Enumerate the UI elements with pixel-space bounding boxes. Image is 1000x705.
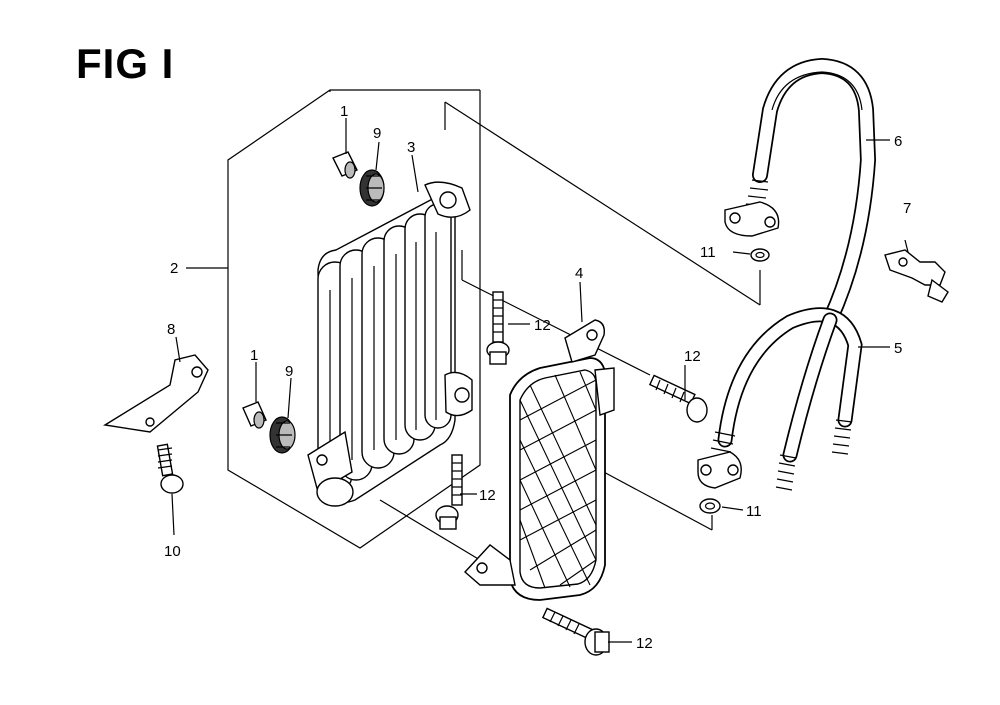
callout-8: 8: [167, 321, 175, 338]
grille-guard: [463, 319, 615, 601]
oil-hose-upper: [724, 57, 877, 328]
grommet-upper: [359, 169, 385, 207]
callout-4: 4: [575, 265, 583, 282]
callout-10: 10: [164, 543, 181, 560]
bolt-right: [648, 374, 708, 423]
figure-title: FIG I: [76, 40, 175, 87]
bolt-bottom: [541, 607, 610, 656]
callout-6: 6: [894, 133, 902, 150]
callout-5: 5: [894, 340, 902, 357]
callout-12-upper: 12: [534, 317, 551, 334]
bracket-bolt: [156, 443, 184, 494]
callout-labels: 1 9 3 2 4 6 7 5 8 1 9 10 11 11 12 12 12 …: [164, 103, 911, 652]
callout-2: 2: [170, 260, 178, 277]
callout-3: 3: [407, 139, 415, 156]
callout-12-center: 12: [479, 487, 496, 504]
callout-11-upper: 11: [700, 244, 716, 261]
callout-1-upper: 1: [340, 103, 348, 120]
leader-lines: [171, 118, 890, 643]
callout-1-lower: 1: [250, 347, 258, 364]
bolt-upper: [486, 291, 510, 365]
assembly-outline: [227, 89, 761, 561]
sealing-washer-upper: [750, 248, 770, 262]
callout-12-right: 12: [684, 348, 701, 365]
grommet-lower: [269, 416, 296, 454]
bolt-center: [435, 454, 463, 530]
collar-lower: [242, 401, 267, 429]
sealing-washer-lower: [699, 498, 721, 514]
oil-hose-lower: [697, 307, 863, 491]
oil-cooler: [307, 181, 473, 507]
callout-12-bottom: 12: [636, 635, 653, 652]
callout-7: 7: [903, 200, 911, 217]
hose-clamp: [884, 239, 949, 303]
collar-upper: [332, 151, 358, 179]
callout-11-lower: 11: [746, 503, 762, 520]
bracket: [103, 354, 209, 433]
callout-9-lower: 9: [285, 363, 293, 380]
callout-9-upper: 9: [373, 125, 381, 142]
